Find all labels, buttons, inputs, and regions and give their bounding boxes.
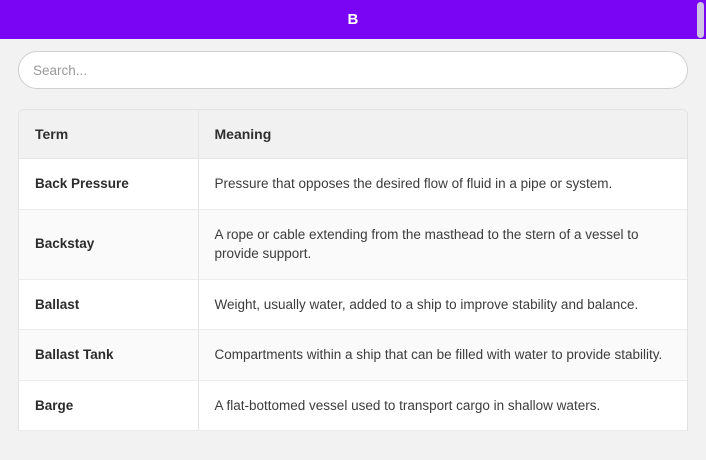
- table-row[interactable]: Barge A flat-bottomed vessel used to tra…: [19, 380, 687, 432]
- cell-meaning: Compartments within a ship that can be f…: [198, 329, 687, 381]
- table-row[interactable]: Back Pressure Pressure that opposes the …: [19, 158, 687, 210]
- table-head: Term Meaning: [19, 110, 687, 159]
- cell-term: Ballast Tank: [19, 329, 199, 381]
- cell-term: Backstay: [19, 209, 199, 280]
- page-title: B: [347, 11, 359, 28]
- table-body: Back Pressure Pressure that opposes the …: [19, 158, 687, 432]
- table-row[interactable]: Backstay A rope or cable extending from …: [19, 209, 687, 280]
- table-row[interactable]: Ballast Tank Compartments within a ship …: [19, 329, 687, 381]
- cell-meaning: Weight, usually water, added to a ship t…: [198, 279, 687, 331]
- scrollbar-thumb[interactable]: [697, 2, 704, 38]
- search-bar: [18, 51, 688, 89]
- column-header-meaning[interactable]: Meaning: [198, 110, 687, 159]
- content-area: Term Meaning Back Pressure Pressure that…: [0, 39, 706, 432]
- cell-meaning: A flat-bottomed vessel used to transport…: [198, 380, 687, 432]
- cell-term: Ballast: [19, 279, 199, 331]
- search-input[interactable]: [18, 51, 688, 89]
- cell-term: Barge: [19, 380, 199, 432]
- table-header-row: Term Meaning: [19, 110, 687, 159]
- table-row[interactable]: Ballast Weight, usually water, added to …: [19, 279, 687, 331]
- glossary-table: Term Meaning Back Pressure Pressure that…: [19, 110, 687, 432]
- cell-term: Back Pressure: [19, 158, 199, 210]
- column-header-term[interactable]: Term: [19, 110, 199, 159]
- cell-meaning: Pressure that opposes the desired flow o…: [198, 158, 687, 210]
- glossary-table-container: Term Meaning Back Pressure Pressure that…: [18, 109, 688, 432]
- cell-meaning: A rope or cable extending from the masth…: [198, 209, 687, 280]
- app-header: B: [0, 0, 706, 39]
- vertical-scrollbar[interactable]: [695, 0, 706, 460]
